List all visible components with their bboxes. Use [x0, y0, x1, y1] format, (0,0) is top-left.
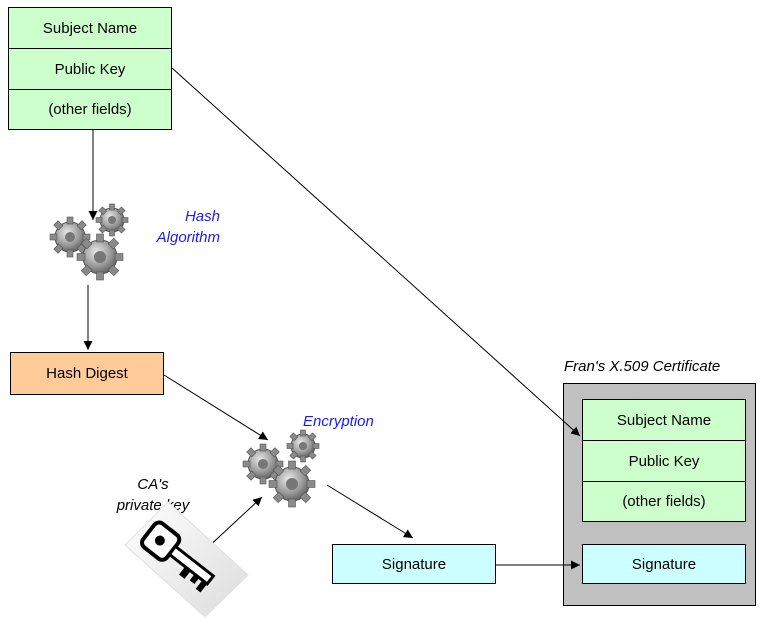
arrow-encryption-to-signature: [326, 484, 414, 539]
hash-algorithm-label: Hash Algorithm: [150, 206, 220, 248]
hash-algorithm-line1: Hash: [184, 208, 220, 225]
source-other-fields-label: (other fields): [48, 101, 132, 118]
signature-label: Signature: [381, 555, 447, 573]
certificate-title: Fran's X.509 Certificate: [564, 358, 721, 375]
source-other-fields: (other fields): [8, 89, 172, 130]
cert-signature-label: Signature: [631, 555, 697, 573]
source-subject-name-label: Subject Name: [42, 19, 138, 37]
cert-signature: Signature: [582, 544, 746, 584]
arrow-publickey-to-cert: [171, 67, 581, 437]
source-public-key-label: Public Key: [54, 60, 126, 78]
arrow-key-to-encryption: [204, 496, 263, 551]
cert-other-fields-label: (other fields): [622, 493, 706, 510]
gears-icon: [49, 203, 129, 281]
arrow-digest-to-encryption: [163, 374, 269, 441]
signature-box: Signature: [332, 544, 496, 584]
cert-public-key-label: Public Key: [628, 452, 700, 470]
key-icon: [124, 501, 249, 618]
encryption-label: Encryption: [303, 413, 374, 430]
cert-other-fields: (other fields): [582, 481, 746, 522]
source-subject-name: Subject Name: [8, 7, 172, 49]
cert-subject-name: Subject Name: [582, 399, 746, 441]
cert-public-key: Public Key: [582, 440, 746, 482]
hash-digest-label: Hash Digest: [46, 365, 128, 382]
gears-icon: [242, 429, 320, 508]
hash-algorithm-line2: Algorithm: [156, 229, 220, 246]
ca-key-line1: CA's: [137, 476, 169, 493]
cert-subject-name-label: Subject Name: [616, 411, 712, 429]
hash-digest-box: Hash Digest: [10, 352, 164, 395]
